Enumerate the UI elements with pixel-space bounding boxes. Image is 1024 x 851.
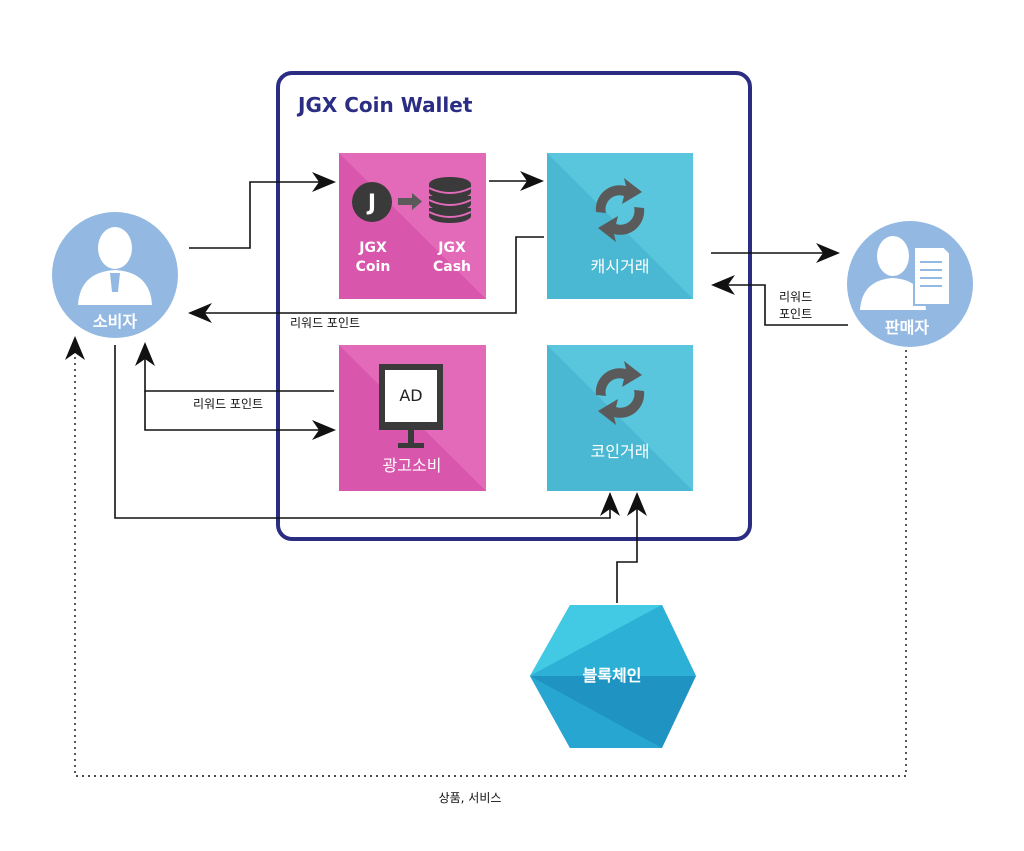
seller-actor: 판매자 (847, 221, 973, 347)
seller-person-document-icon (860, 236, 951, 310)
coin-to-cash-box: J JGX Coin JGX Cash (339, 153, 486, 299)
coin-letter: J (366, 191, 376, 216)
refresh-cycle-icon (595, 361, 645, 425)
arrow-seller-reward-to-cash-trade (711, 275, 848, 326)
consumer-person-icon (78, 227, 152, 305)
arrow-consumer-to-exchange (189, 172, 336, 249)
cash-label-line2: Cash (433, 259, 471, 275)
wallet-title: JGX Coin Wallet (296, 93, 473, 117)
cash-trade-box: 캐시거래 (547, 153, 693, 299)
label-goods-services: 상품, 서비스 (439, 791, 502, 805)
ad-consumption-label: 광고소비 (383, 456, 442, 475)
ad-text: AD (399, 386, 422, 405)
consumer-label: 소비자 (93, 312, 137, 331)
label-seller-reward-line1: 리워드 (779, 290, 812, 304)
ad-billboard-icon: AD (379, 364, 443, 448)
coin-to-cash-icon: J (352, 177, 472, 223)
arrow-ad-reward-to-consumer (135, 342, 334, 392)
arrow-consumer-to-ad (144, 391, 336, 440)
arrow-right-icon (398, 193, 422, 210)
label-reward-points-ad: 리워드 포인트 (193, 397, 263, 411)
coin-label-line1: JGX (358, 240, 387, 256)
label-seller-reward-line2: 포인트 (779, 307, 812, 321)
cash-label-line1: JGX (437, 240, 466, 256)
arrow-consumer-to-coin-trade (114, 345, 620, 519)
blockchain-hexagon: 블록체인 (530, 605, 696, 748)
seller-label: 판매자 (885, 318, 929, 337)
coin-label-line2: Coin (356, 259, 391, 275)
coin-icon (352, 182, 392, 222)
blockchain-label: 블록체인 (583, 666, 642, 685)
wallet-container (276, 71, 752, 541)
dotted-arrow-goods-services (65, 336, 907, 777)
coin-trade-label: 코인거래 (591, 442, 650, 461)
arrow-blockchain-to-coin-trade (616, 492, 647, 603)
arrow-cash-trade-reward-to-consumer (188, 236, 544, 323)
coin-trade-box: 코인거래 (547, 345, 693, 491)
ad-consumption-box: AD 광고소비 (339, 345, 486, 491)
consumer-actor: 소비자 (52, 212, 178, 338)
cash-trade-label: 캐시거래 (591, 257, 650, 276)
refresh-cycle-icon (595, 178, 645, 242)
database-stack-icon (428, 177, 472, 223)
label-reward-points-top: 리워드 포인트 (290, 316, 360, 330)
